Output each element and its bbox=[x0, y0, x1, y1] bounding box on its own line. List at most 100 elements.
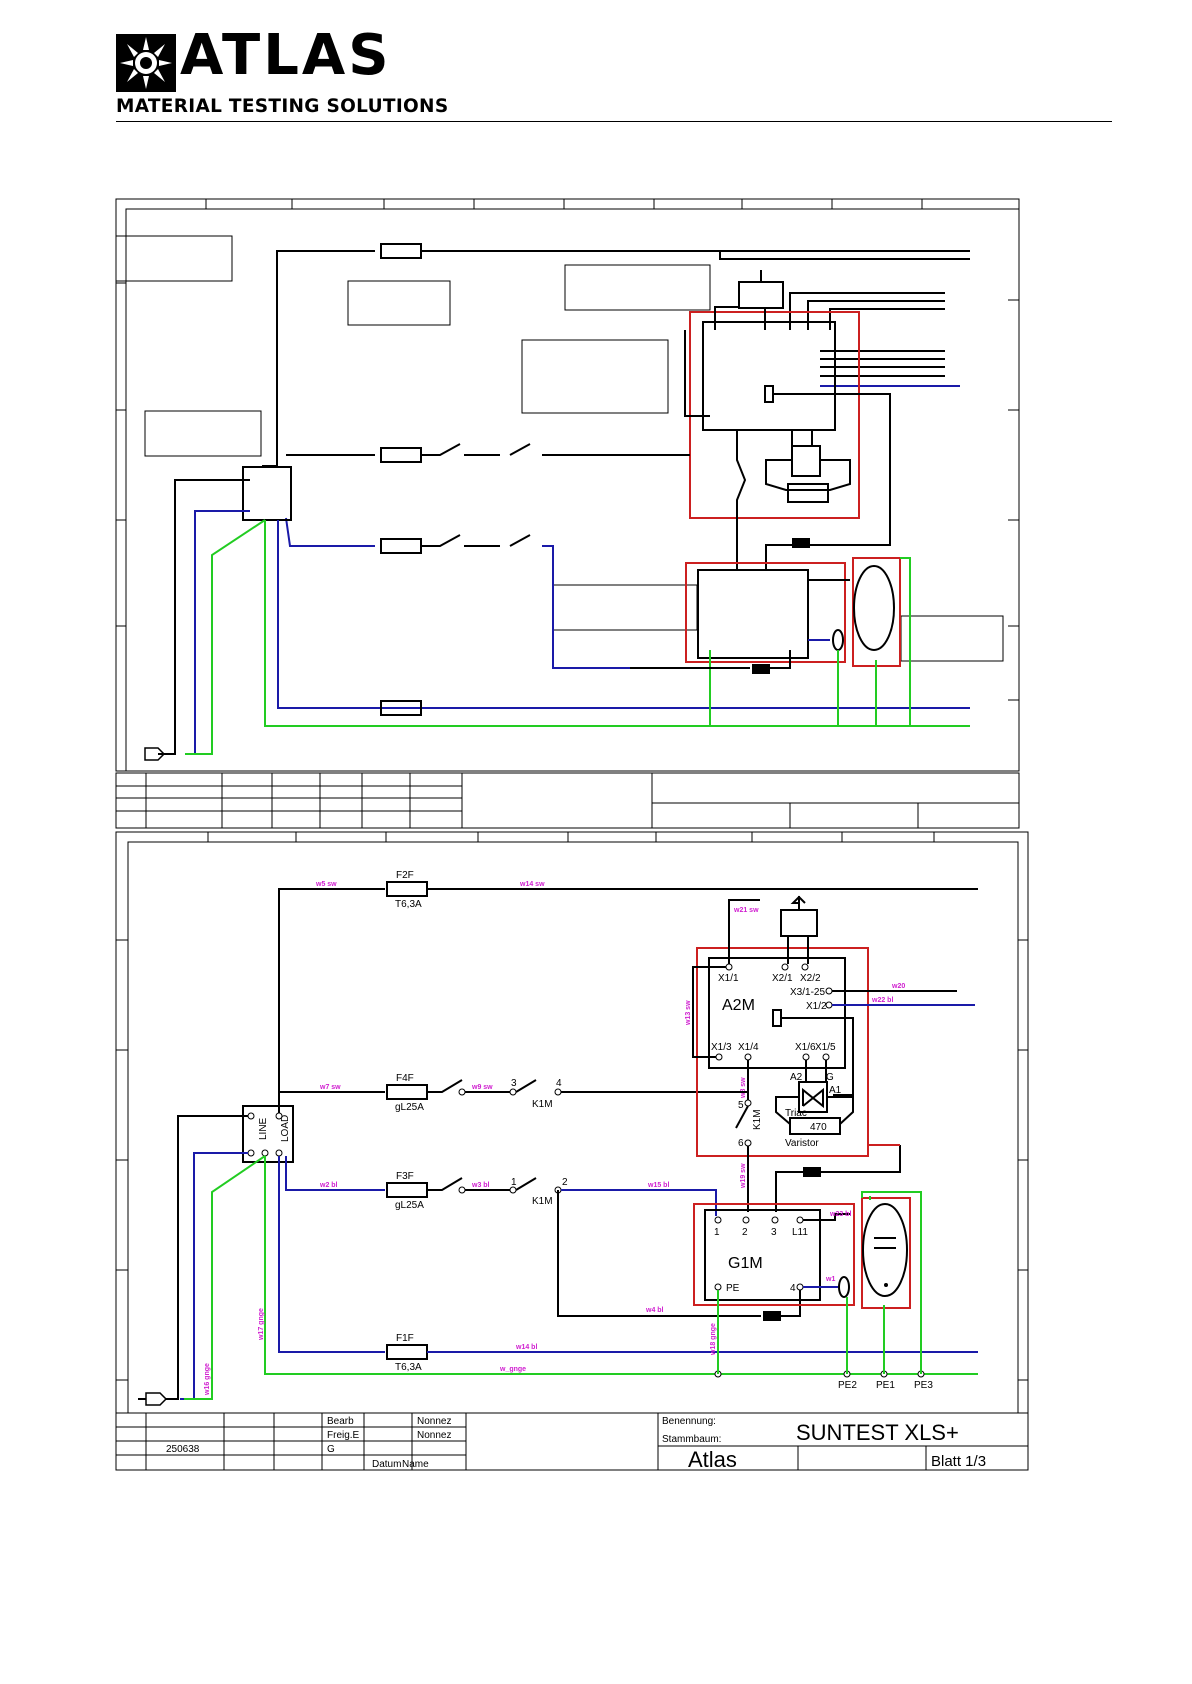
svg-text:PE2: PE2 bbox=[838, 1380, 857, 1391]
fuse-rating: T6,3A bbox=[395, 899, 422, 910]
svg-text:PE: PE bbox=[726, 1283, 740, 1294]
fuse-ref: F2F bbox=[396, 870, 414, 881]
svg-text:w3 bl: w3 bl bbox=[471, 1182, 490, 1189]
svg-text:F3F: F3F bbox=[396, 1171, 414, 1182]
svg-text:w16 gnge: w16 gnge bbox=[204, 1363, 211, 1396]
svg-text:K1M: K1M bbox=[752, 1109, 763, 1130]
svg-text:X1/5: X1/5 bbox=[815, 1042, 836, 1053]
svg-text:Bearb: Bearb bbox=[327, 1416, 354, 1427]
svg-text:F1F: F1F bbox=[396, 1333, 414, 1344]
svg-text:w19 sw: w19 sw bbox=[740, 1163, 747, 1189]
svg-text:gL25A: gL25A bbox=[395, 1200, 424, 1211]
fuse-icon bbox=[386, 1182, 428, 1198]
line-filter-block bbox=[242, 1105, 294, 1163]
ferrite-choke-icon bbox=[803, 1167, 821, 1177]
svg-text:w23 bl: w23 bl bbox=[829, 1211, 851, 1218]
svg-text:1: 1 bbox=[511, 1177, 517, 1188]
capacitor-outline bbox=[861, 1197, 911, 1309]
svg-text:w20: w20 bbox=[891, 983, 905, 990]
switch-contact-icon bbox=[427, 1079, 463, 1093]
svg-text:w1: w1 bbox=[825, 1276, 835, 1283]
svg-text:3: 3 bbox=[511, 1078, 517, 1089]
svg-text:2: 2 bbox=[562, 1177, 568, 1188]
svg-text:w17 gnge: w17 gnge bbox=[258, 1308, 265, 1341]
svg-text:PE1: PE1 bbox=[876, 1380, 895, 1391]
upper-schematic-sheet bbox=[115, 198, 1020, 829]
svg-text:w_gnge: w_gnge bbox=[499, 1366, 526, 1373]
svg-text:w21 sw: w21 sw bbox=[733, 907, 759, 914]
svg-text:L11: L11 bbox=[792, 1227, 808, 1238]
svg-text:Varistor: Varistor bbox=[785, 1138, 819, 1149]
svg-text:w8 sw: w8 sw bbox=[740, 1077, 747, 1099]
brand-name: ATLAS bbox=[180, 23, 392, 88]
svg-text:Name: Name bbox=[402, 1459, 429, 1470]
svg-text:w2 bl: w2 bl bbox=[319, 1182, 338, 1189]
lower-schematic-sheet: LINE LOAD F2F T6,3A w5 sw w14 sw F4F gL2… bbox=[115, 831, 1029, 1472]
module-a2m-label: A2M bbox=[722, 997, 755, 1014]
svg-text:w5 sw: w5 sw bbox=[315, 881, 337, 888]
upper-filter-block bbox=[242, 466, 292, 521]
svg-text:Freig.E: Freig.E bbox=[327, 1430, 360, 1441]
svg-text:w14 sw: w14 sw bbox=[519, 881, 545, 888]
svg-text:Benennung:: Benennung: bbox=[662, 1416, 716, 1427]
svg-text:Datum: Datum bbox=[372, 1459, 401, 1470]
module-g1m-label: G1M bbox=[728, 1255, 763, 1272]
brand-tagline: MATERIAL TESTING SOLUTIONS bbox=[116, 96, 449, 117]
svg-text:4: 4 bbox=[556, 1078, 562, 1089]
svg-text:w4 bl: w4 bl bbox=[645, 1307, 664, 1314]
svg-text:K1M: K1M bbox=[532, 1196, 553, 1207]
svg-text:w9 sw: w9 sw bbox=[471, 1084, 493, 1091]
fuse-icon bbox=[386, 1344, 428, 1360]
svg-text:w15 bl: w15 bl bbox=[647, 1182, 669, 1189]
varistor bbox=[789, 1117, 841, 1135]
svg-text:1: 1 bbox=[714, 1227, 720, 1238]
svg-text:w14 bl: w14 bl bbox=[515, 1344, 537, 1351]
fuse-icon bbox=[380, 243, 422, 259]
svg-text:3: 3 bbox=[771, 1227, 777, 1238]
title-block: Bearb Nonnez Freig.E Nonnez G 250638 Dat… bbox=[115, 1412, 1029, 1472]
sun-logo-icon bbox=[116, 34, 176, 92]
fuse-icon bbox=[386, 1084, 428, 1100]
module-g1m bbox=[704, 1209, 821, 1301]
fuse-icon bbox=[386, 881, 428, 897]
ferrite-choke-icon bbox=[763, 1311, 781, 1321]
svg-text:X3/1-25: X3/1-25 bbox=[790, 987, 825, 998]
svg-text:A2: A2 bbox=[790, 1072, 803, 1083]
svg-text:470: 470 bbox=[810, 1122, 827, 1133]
project-title: SUNTEST XLS+ bbox=[796, 1420, 959, 1445]
header-divider bbox=[116, 121, 1112, 122]
svg-text:250638: 250638 bbox=[166, 1444, 200, 1455]
svg-text:Nonnez: Nonnez bbox=[417, 1430, 451, 1441]
connector-icon bbox=[780, 909, 818, 937]
svg-text:4: 4 bbox=[790, 1283, 796, 1294]
svg-text:K1M: K1M bbox=[532, 1099, 553, 1110]
mains-plug-icon bbox=[145, 1392, 168, 1406]
svg-text:F4F: F4F bbox=[396, 1073, 414, 1084]
svg-text:w18 gnge: w18 gnge bbox=[710, 1323, 717, 1356]
svg-text:X2/2: X2/2 bbox=[800, 973, 821, 984]
svg-text:w7 sw: w7 sw bbox=[319, 1084, 341, 1091]
svg-text:Nonnez: Nonnez bbox=[417, 1416, 451, 1427]
svg-text:X1/4: X1/4 bbox=[738, 1042, 759, 1053]
module-g1m-outline bbox=[693, 1203, 855, 1306]
brand-logo: ATLAS MATERIAL TESTING SOLUTIONS bbox=[116, 28, 496, 118]
module-a2m-outline bbox=[696, 947, 869, 1157]
svg-text:5: 5 bbox=[738, 1100, 744, 1111]
svg-text:6: 6 bbox=[738, 1138, 744, 1149]
svg-text:2: 2 bbox=[742, 1227, 748, 1238]
capacitor-icon bbox=[862, 1203, 908, 1297]
svg-text:w22 bl: w22 bl bbox=[871, 997, 893, 1004]
company-name: Atlas bbox=[688, 1447, 737, 1472]
module-a2m bbox=[708, 957, 846, 1069]
filter-line-label: LINE bbox=[258, 1117, 269, 1140]
svg-text:T6,3A: T6,3A bbox=[395, 1362, 422, 1373]
filter-load-label: LOAD bbox=[280, 1115, 291, 1142]
svg-text:Stammbaum:: Stammbaum: bbox=[662, 1434, 721, 1445]
svg-text:PE3: PE3 bbox=[914, 1380, 933, 1391]
svg-text:X2/1: X2/1 bbox=[772, 973, 793, 984]
sheet-number: Blatt 1/3 bbox=[931, 1453, 986, 1470]
svg-text:X1/3: X1/3 bbox=[711, 1042, 732, 1053]
svg-text:gL25A: gL25A bbox=[395, 1102, 424, 1113]
svg-text:G: G bbox=[327, 1444, 335, 1455]
